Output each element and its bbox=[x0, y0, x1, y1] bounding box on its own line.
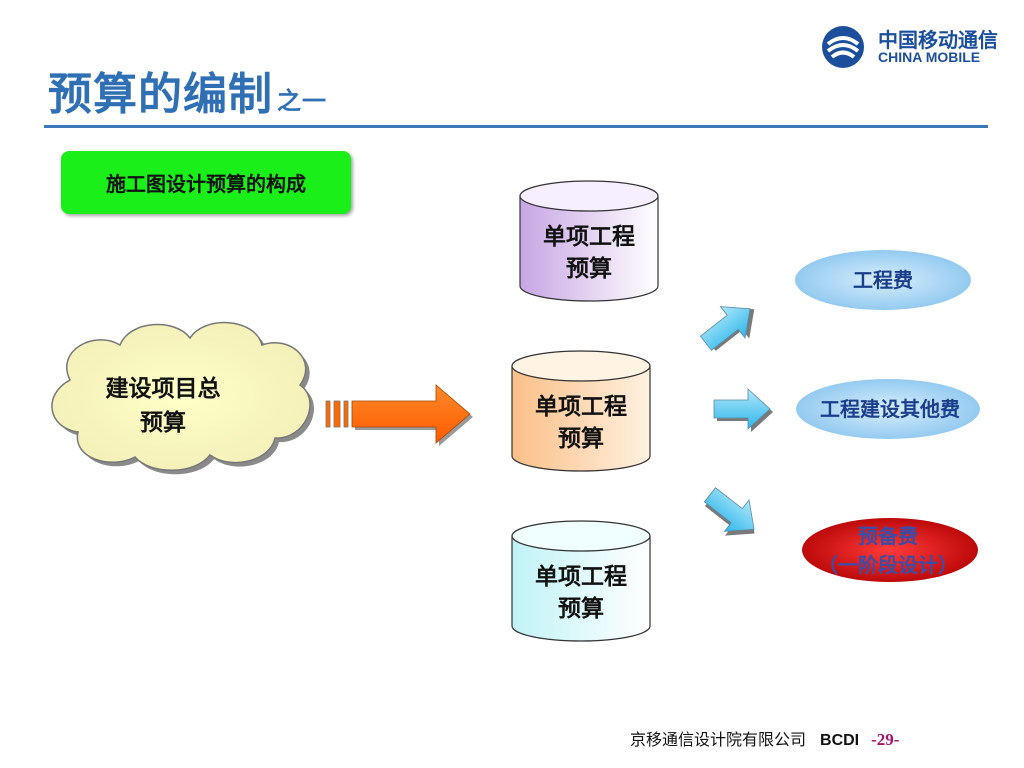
output-contingency bbox=[802, 518, 978, 582]
cylinder-bottom bbox=[511, 520, 651, 642]
footer: 京移通信设计院有限公司 BCDI -29- bbox=[630, 726, 899, 750]
cylinder-top-line2: 预算 bbox=[566, 255, 612, 282]
logo-english-text: CHINA MOBILE bbox=[878, 49, 981, 65]
page-title: 预算的编制之一 bbox=[48, 58, 327, 122]
output-engineering-fee-label: 工程费 bbox=[853, 268, 913, 292]
arrow-right-icon bbox=[713, 388, 773, 432]
cylinder-middle-line2: 预算 bbox=[558, 425, 604, 452]
cylinder-bottom-line2: 预算 bbox=[558, 595, 604, 622]
composition-label: 施工图设计预算的构成 bbox=[61, 151, 351, 214]
cylinder-bottom-line1: 单项工程 bbox=[535, 563, 627, 590]
title-subtitle: 之一 bbox=[277, 87, 327, 115]
arrow-up-right-icon bbox=[699, 306, 755, 351]
cylinder-middle bbox=[511, 350, 651, 472]
output-contingency-line1: 预备费 bbox=[858, 524, 918, 548]
output-contingency-line2: （一阶段设计） bbox=[818, 553, 958, 577]
title-divider bbox=[44, 125, 988, 128]
footer-code: BCDI bbox=[820, 732, 860, 749]
page-number: -29- bbox=[871, 730, 900, 749]
output-other-fees-label: 工程建设其他费 bbox=[820, 397, 960, 421]
cylinder-top-line1: 单项工程 bbox=[543, 223, 635, 250]
title-text: 预算的编制 bbox=[48, 69, 273, 120]
output-engineering-fee bbox=[795, 250, 971, 310]
source-cloud bbox=[51, 321, 314, 475]
arrow-down-right-icon bbox=[703, 487, 755, 536]
output-other-fees bbox=[796, 379, 980, 439]
cylinder-top bbox=[519, 180, 659, 302]
china-mobile-logo-icon bbox=[822, 26, 864, 68]
cylinder-middle-line1: 单项工程 bbox=[535, 393, 627, 420]
cloud-label-line1: 建设项目总 bbox=[106, 375, 221, 402]
cloud-label-line2: 预算 bbox=[140, 409, 186, 436]
main-arrow-icon bbox=[325, 384, 473, 446]
logo-chinese-text: 中国移动通信 bbox=[878, 28, 998, 52]
footer-company: 京移通信设计院有限公司 bbox=[630, 730, 807, 749]
